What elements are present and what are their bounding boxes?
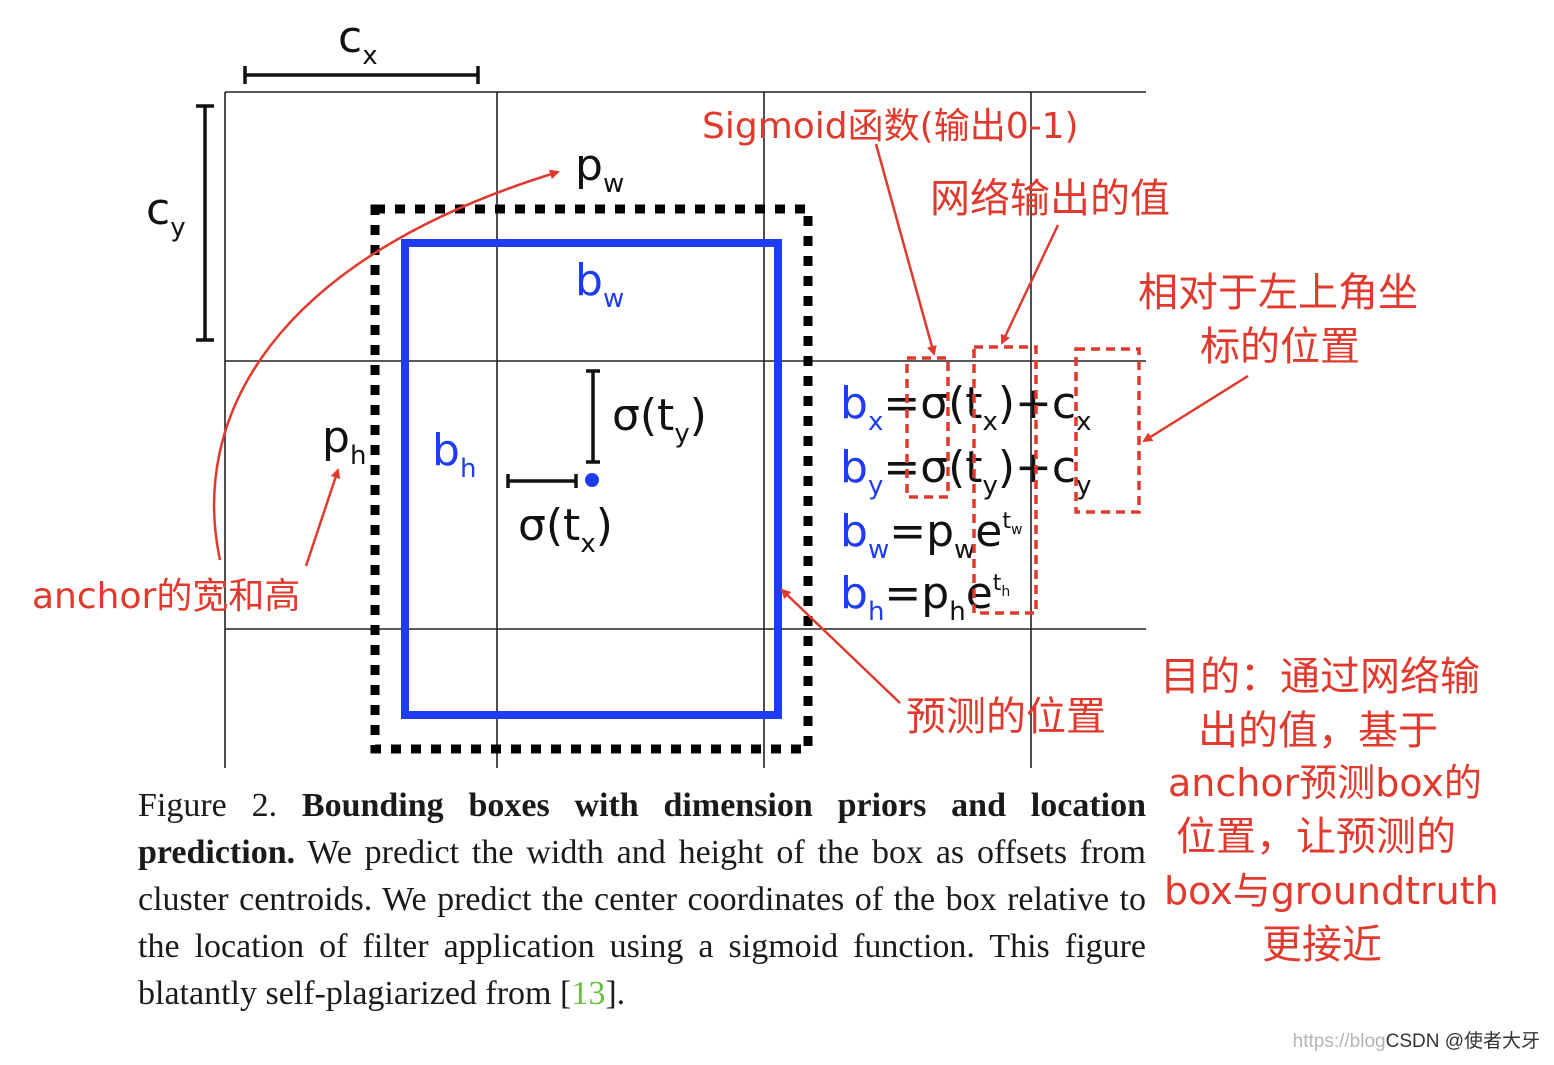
sigmoid-annotation: Sigmoid函数(输出0-1) <box>702 106 1079 147</box>
network-output-arrow <box>1000 224 1060 345</box>
relative-position-arrow <box>1142 374 1249 443</box>
equations: bx=σ(tx)+cx by=σ(ty)+cy bw=pwetw bh=phet… <box>840 378 1092 627</box>
predicted-center-dot <box>585 473 599 487</box>
predicted-position-annotation: 预测的位置 <box>906 694 1106 740</box>
anchor-height-arrow <box>304 468 341 567</box>
equation-bh: bh=pheth <box>840 568 1010 627</box>
anchor-width-arrow <box>212 169 560 561</box>
caption-reference-link[interactable]: 13 <box>571 975 606 1012</box>
cy-label: cy <box>146 184 186 243</box>
watermark-url: https://blog <box>1292 1031 1386 1052</box>
relative-position-annotation-line2: 标的位置 <box>1200 324 1360 370</box>
annotation-arrows <box>212 143 1249 704</box>
predicted-box <box>401 239 782 719</box>
pw-label: pw <box>575 140 624 199</box>
ph-label: ph <box>322 412 366 471</box>
relative-position-annotation-line1: 相对于左上角坐 <box>1138 270 1418 316</box>
annotation-texts: Sigmoid函数(输出0-1) 网络输出的值 相对于左上角坐 标的位置 anc… <box>32 106 1499 968</box>
purpose-annotation-line6: 更接近 <box>1262 922 1382 968</box>
watermark: https://blogCSDN @使者大牙 <box>1293 1026 1540 1053</box>
bh-label: bh <box>432 425 476 484</box>
purpose-annotation-line2: 出的值，基于 <box>1198 708 1438 754</box>
purpose-annotation-line3: anchor预测box的 <box>1168 761 1482 805</box>
purpose-annotation-line1: 目的：通过网络输 <box>1160 654 1480 700</box>
purpose-annotation-line5: box与groundtruth <box>1164 869 1499 913</box>
cx-bracket <box>243 66 480 84</box>
anchor-prior-box <box>370 204 813 754</box>
highlight-boxes <box>905 345 1141 615</box>
cy-bracket <box>196 104 214 342</box>
figure-caption: Figure 2. Bounding boxes with dimension … <box>138 782 1146 1017</box>
sigma-tx-bracket <box>506 474 578 488</box>
bw-label: bw <box>575 255 624 314</box>
equation-bw: bw=pwetw <box>840 506 1022 565</box>
sigma-tx-label: σ(tx) <box>518 500 613 559</box>
network-output-annotation: 网络输出的值 <box>930 176 1170 222</box>
anchor-wh-annotation: anchor的宽和高 <box>32 576 300 617</box>
caption-figure-number: Figure 2. <box>138 787 278 824</box>
sigma-ty-label: σ(ty) <box>612 390 707 449</box>
sigmoid-arrow <box>874 143 937 356</box>
purpose-annotation-line4: 位置，让预测的 <box>1176 814 1456 860</box>
caption-title: Bounding boxes with dimension priors and… <box>138 787 1146 871</box>
equation-bx: bx=σ(tx)+cx <box>840 378 1092 437</box>
predicted-position-arrow <box>780 588 901 704</box>
cx-label: cx <box>338 12 378 71</box>
sigma-ty-bracket <box>586 369 600 464</box>
network-output-highlight-box <box>972 345 1038 615</box>
watermark-text: CSDN @使者大牙 <box>1385 1031 1540 1052</box>
caption-end: ]. <box>605 975 626 1012</box>
equation-by: by=σ(ty)+cy <box>840 442 1092 501</box>
sigmoid-highlight-box <box>905 356 950 499</box>
caption-body: We predict the width and height of the b… <box>138 834 1146 1012</box>
cell-offset-highlight-box <box>1074 347 1141 514</box>
